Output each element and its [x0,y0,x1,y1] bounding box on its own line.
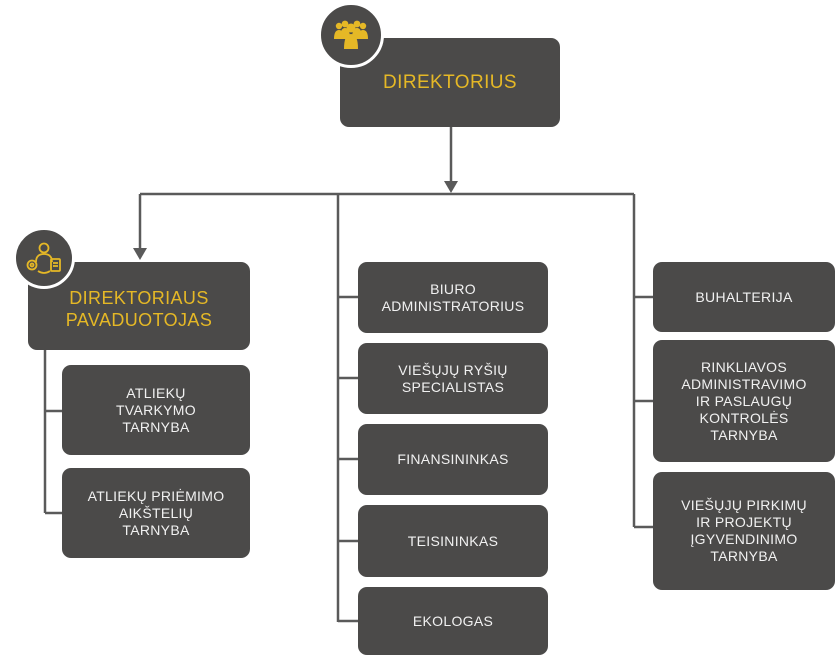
unit-label-line: TARNYBA [122,418,190,435]
unit-office-administrator: BIURO ADMINISTRATORIUS [358,262,548,333]
people-group-icon [334,20,368,49]
unit-label-line: ATLIEKŲ PRIĖMIMO [87,487,225,504]
unit-label-line: IR PROJEKTŲ [696,514,792,530]
deputy-icon-badge [13,227,75,289]
unit-label-line: KONTROLĖS [699,409,789,426]
unit-label-line: RINKLIAVOS [701,358,787,375]
unit-financier: FINANSININKAS [358,424,548,495]
unit-waste-reception-sites: ATLIEKŲ PRIĖMIMO AIKŠTELIŲ TARNYBA [62,468,250,558]
unit-label-line: TARNYBA [122,521,190,538]
deputy-title-line: DIREKTORIAUS [69,288,209,308]
unit-ecologist: EKOLOGAS [358,587,548,655]
director-title: DIREKTORIUS [383,72,517,93]
deputy-title-line: PAVADUOTOJAS [65,310,213,330]
unit-label-line: BUHALTERIJA [695,288,793,305]
unit-label-line: IR PASLAUGŲ [695,392,793,409]
director-icon-badge [318,2,384,68]
arrowhead [133,248,147,260]
unit-label-line: SPECIALISTAS [401,378,505,395]
unit-label-line: BIURO [430,280,476,297]
unit-label-line: EKOLOGAS [412,612,494,629]
unit-public-relations: VIEŠŲJŲ RYŠIŲ SPECIALISTAS [358,343,548,414]
unit-label-line: TARNYBA [710,426,778,443]
unit-fee-administration: RINKLIAVOS ADMINISTRAVIMO IR PASLAUGŲ KO… [653,340,835,462]
unit-procurement-projects: VIEŠŲJŲ PIRKIMŲ IR PROJEKTŲ ĮGYVENDINIMO… [653,472,835,590]
unit-label-line: ĮGYVENDINIMO [690,531,798,547]
unit-label-line: AIKŠTELIŲ [118,504,194,521]
unit-waste-management: ATLIEKŲ TVARKYMO TARNYBA [62,365,250,455]
unit-accounting: BUHALTERIJA [653,262,835,332]
unit-label-line: TEISININKAS [407,532,499,549]
person-settings-icon [26,242,61,274]
unit-label-line: TVARKYMO [116,401,196,418]
unit-label-line: VIEŠŲJŲ PIRKIMŲ [681,497,807,513]
unit-label-line: ATLIEKŲ [126,384,186,401]
unit-label-line: VIEŠŲJŲ RYŠIŲ [398,361,508,378]
unit-label-line: ADMINISTRAVIMO [681,375,807,392]
unit-label-line: FINANSININKAS [397,451,509,467]
unit-lawyer: TEISININKAS [358,505,548,577]
arrowhead [444,181,458,193]
unit-label-line: ADMINISTRATORIUS [381,297,525,314]
unit-label-line: TARNYBA [710,548,778,564]
